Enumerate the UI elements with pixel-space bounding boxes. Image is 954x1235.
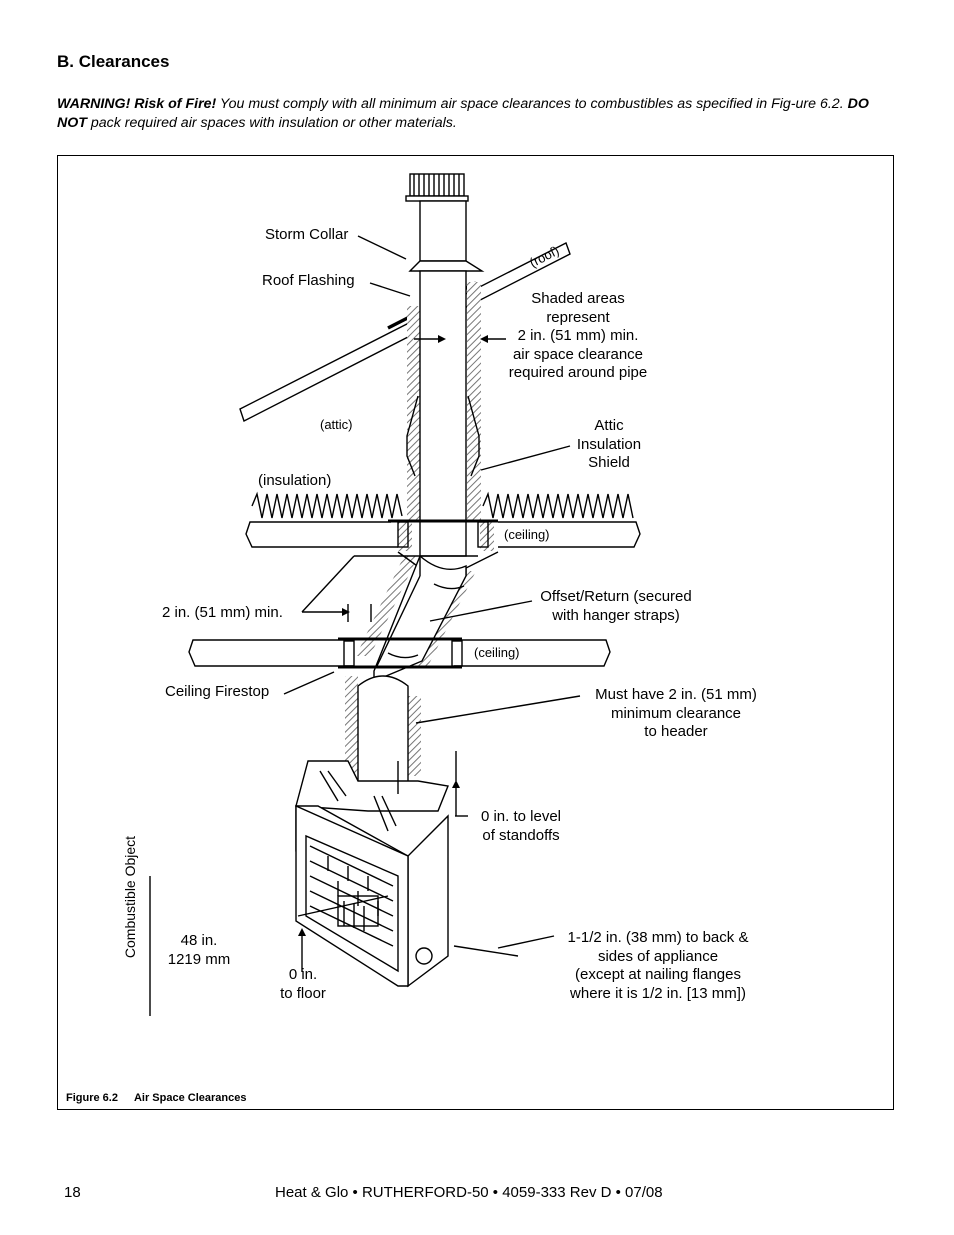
label-two-in-min: 2 in. (51 mm) min.	[162, 604, 283, 621]
label-shaded-l4: air space clearance	[512, 345, 644, 363]
label-back-l3: (except at nailing flanges	[575, 966, 741, 983]
label-back-sides: 1-1/2 in. (38 mm) to back & sides of app…	[552, 929, 764, 1003]
figure-caption-number: Figure 6.2	[66, 1092, 118, 1104]
section-heading: B. Clearances	[57, 52, 170, 71]
figure-caption: Figure 6.2 Air Space Clearances	[66, 1092, 246, 1104]
label-offset-l1: Offset/Return (secured	[540, 588, 692, 605]
label-floor-l1: 0 in.	[288, 966, 318, 983]
label-ceiling-lower: (ceiling)	[474, 645, 520, 660]
upper-ceiling	[245, 519, 641, 548]
insulation-shield-right	[467, 395, 480, 477]
label-48-l2: 1219 mm	[167, 950, 231, 968]
figure-caption-title: Air Space Clearances	[133, 1092, 247, 1104]
label-attic: (attic)	[320, 417, 353, 432]
label-floor-l2: to floor	[280, 984, 326, 1002]
leader-lines	[149, 235, 581, 1016]
chimney-cap	[405, 173, 469, 202]
insulation-right	[482, 491, 634, 519]
label-shield-l1: Attic	[594, 417, 624, 434]
termination-pipe	[419, 200, 467, 262]
label-shaded-l5: required around pipe	[508, 364, 648, 381]
page-number: 18	[64, 1184, 81, 1201]
label-attic-shield: Attic Insulation Shield	[564, 417, 654, 473]
label-back-l1: 1-1/2 in. (38 mm) to back &	[567, 929, 749, 946]
warning-text-2: pack required air spaces with insulation…	[86, 115, 457, 131]
offset-pipe	[373, 554, 467, 683]
warning-do-not: DO NOT	[57, 96, 869, 131]
warning-text-1: You must comply with all minimum air spa…	[216, 96, 848, 112]
label-storm-collar: Storm Collar	[265, 226, 349, 243]
warning-lead: WARNING! Risk of Fire!	[57, 96, 217, 112]
label-ceiling-firestop: Ceiling Firestop	[165, 683, 270, 700]
label-shield-l3: Shield	[588, 454, 630, 471]
label-back-l4: where it is 1/2 in. [13 mm])	[570, 984, 746, 1002]
insulation-shield-left	[406, 395, 419, 477]
label-zero-to-floor: 0 in. to floor	[270, 966, 336, 1003]
label-back-l2: sides of appliance	[597, 947, 719, 965]
figure-air-space-clearances: Storm Collar Roof Flashing (roof) Shaded…	[57, 155, 894, 1110]
fireplace-appliance	[295, 760, 449, 988]
label-combustible-object: Combustible Object	[122, 835, 138, 959]
footer-document-info: Heat & Glo • RUTHERFORD-50 • 4059-333 Re…	[275, 1184, 663, 1201]
label-offset-l2: with hanger straps)	[552, 606, 680, 624]
label-standoffs: 0 in. to level of standoffs	[470, 808, 572, 845]
label-shaded-l2: represent	[546, 308, 610, 326]
label-48-in: 48 in. 1219 mm	[162, 932, 236, 969]
insulation-left	[251, 491, 403, 519]
label-insulation: (insulation)	[258, 472, 332, 489]
label-48-l1: 48 in.	[180, 932, 218, 949]
label-shaded-l1: Shaded areas	[531, 290, 625, 307]
label-header-l3: to header	[644, 723, 708, 740]
storm-collar	[408, 260, 485, 272]
label-header-l1: Must have 2 in. (51 mm)	[595, 686, 757, 703]
label-offset-return: Offset/Return (secured with hanger strap…	[528, 588, 704, 625]
label-shield-l2: Insulation	[576, 435, 642, 453]
label-shaded-l3: 2 in. (51 mm) min.	[517, 327, 639, 344]
clearance-diagram	[149, 173, 641, 1016]
label-header-l2: minimum clearance	[610, 704, 742, 722]
lower-ceiling	[188, 637, 611, 669]
label-shaded-areas: Shaded areas represent 2 in. (51 mm) min…	[494, 290, 662, 383]
label-standoffs-l1: 0 in. to level	[480, 808, 562, 825]
lower-pipe	[357, 675, 409, 787]
label-roof-flashing: Roof Flashing	[262, 272, 355, 289]
vent-pipe	[419, 270, 467, 557]
label-standoffs-l2: of standoffs	[482, 826, 560, 844]
warning-paragraph: WARNING! Risk of Fire! You must comply w…	[57, 95, 877, 133]
label-header-clearance: Must have 2 in. (51 mm) minimum clearanc…	[578, 686, 774, 742]
label-ceiling-upper: (ceiling)	[504, 527, 550, 542]
